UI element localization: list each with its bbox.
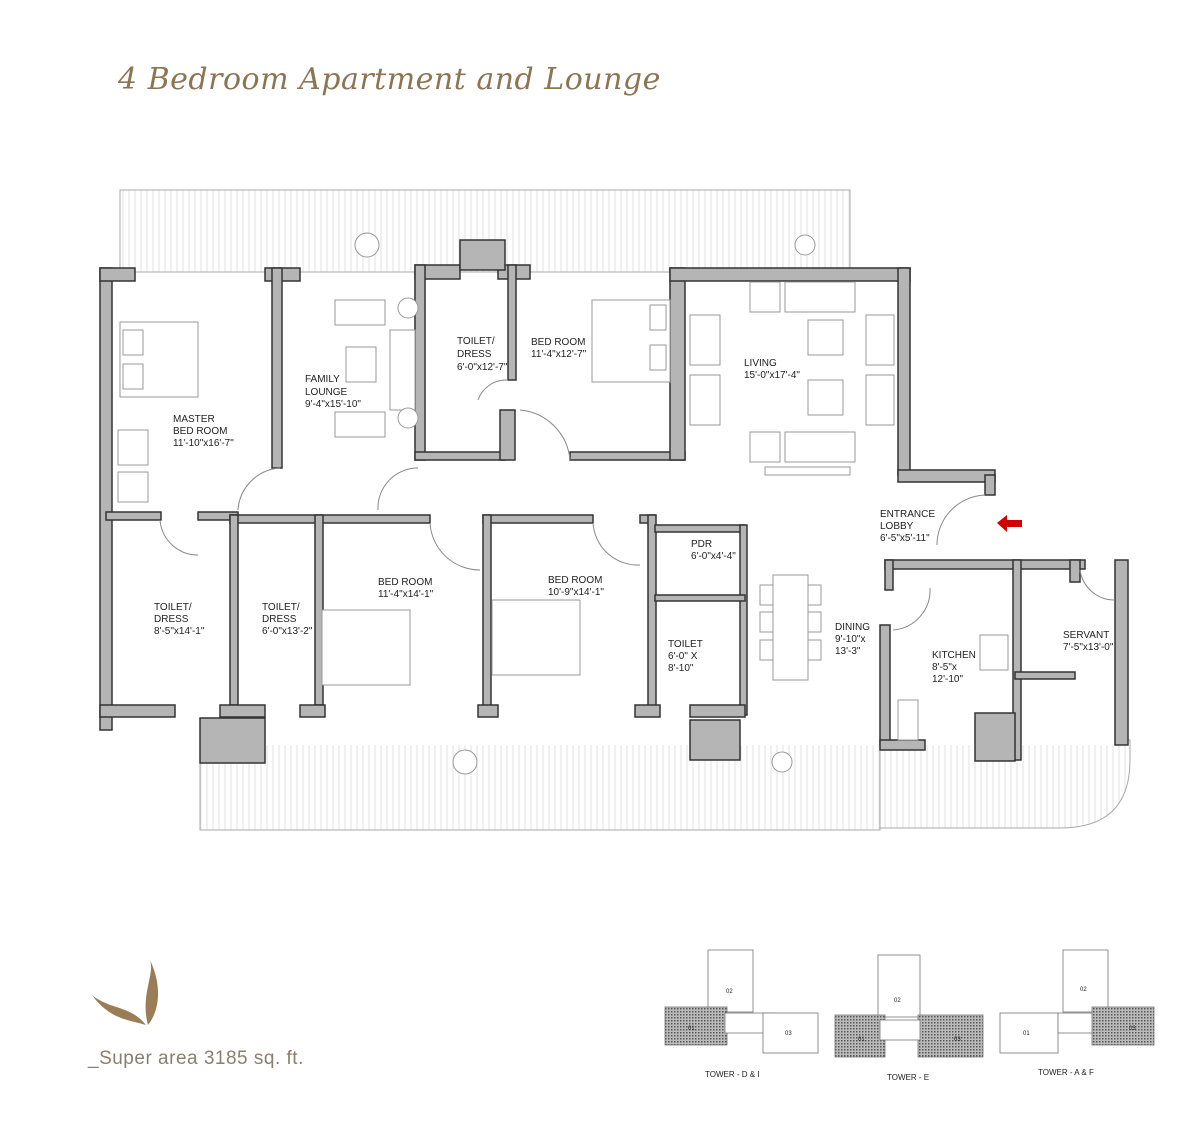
- room-name: LOBBY: [880, 521, 914, 532]
- room-name: 9'-10"x: [835, 634, 865, 645]
- key-plan-tower-d-i: 02 01 03 TOWER - D & I: [664, 949, 819, 1079]
- svg-text:02: 02: [894, 998, 901, 1004]
- room-name: DRESS: [457, 349, 492, 360]
- svg-text:03: 03: [785, 1031, 792, 1037]
- room-name: MASTER: [173, 414, 215, 425]
- room-size: 11'-4"x12'-7": [531, 349, 587, 360]
- room-size: 10'-9"x14'-1": [548, 587, 604, 598]
- svg-text:02: 02: [1080, 987, 1087, 993]
- room-name: ENTRANCE: [880, 509, 935, 520]
- key-plan-label: TOWER - E: [887, 1073, 929, 1082]
- room-name: LIVING: [744, 358, 777, 369]
- svg-text:01: 01: [1023, 1031, 1030, 1037]
- leaf-logo-icon: [92, 960, 159, 1025]
- room-name: TOILET: [668, 639, 703, 650]
- room-size: 6'-0"x13'-2": [262, 626, 313, 637]
- furniture: [117, 232, 1009, 775]
- svg-text:02: 02: [726, 989, 733, 995]
- svg-text:01: 01: [688, 1026, 695, 1032]
- room-size: 8'-10": [668, 663, 694, 674]
- room-name: BED ROOM: [173, 426, 227, 437]
- room-name: DINING: [835, 622, 870, 633]
- room-size: 6'-0"x4'-4": [691, 551, 736, 562]
- room-name: FAMILY: [305, 374, 340, 385]
- room-name: PDR: [691, 539, 712, 550]
- page-title: 4 Bedroom Apartment and Lounge: [118, 62, 661, 97]
- room-size: 11'-10"x16'-7": [173, 438, 234, 449]
- room-size: 6'-0"x12'-7": [457, 362, 508, 373]
- room-size: 13'-3": [835, 646, 861, 657]
- room-name: TOILET/: [154, 602, 192, 613]
- room-name: BED ROOM: [531, 337, 585, 348]
- room-size: 9'-4"x15'-10": [305, 399, 361, 410]
- room-name: SERVANT: [1063, 630, 1109, 641]
- room-name: KITCHEN: [932, 650, 976, 661]
- room-name: TOILET/: [262, 602, 300, 613]
- room-size: 15'-0"x17'-4": [744, 370, 800, 381]
- svg-text:03: 03: [954, 1037, 961, 1043]
- room-size: 6'-5"x5'-11": [880, 533, 930, 544]
- room-name: TOILET/: [457, 336, 495, 347]
- red-arrow-left-icon: [997, 515, 1022, 532]
- key-plan-tower-a-f: 02 01 03 TOWER - A & F: [999, 949, 1155, 1077]
- key-plan-label: TOWER - D & I: [705, 1070, 760, 1079]
- svg-text:01: 01: [858, 1037, 865, 1043]
- doors: [159, 379, 1116, 631]
- room-name: DRESS: [154, 614, 189, 625]
- room-size: 8'-5"x14'-1": [154, 626, 205, 637]
- svg-text:03: 03: [1129, 1026, 1136, 1032]
- room-size: 12'-10": [932, 674, 963, 685]
- room-name: LOUNGE: [305, 387, 348, 398]
- key-plan-tower-e: 02 01 03 TOWER - E: [834, 954, 984, 1082]
- room-name: 6'-0" X: [668, 651, 698, 662]
- room-labels: MASTER BED ROOM 11'-10"x16'-7" FAMILY LO…: [154, 336, 1114, 685]
- walls: [99, 239, 1129, 764]
- room-name: 8'-5"x: [932, 662, 957, 673]
- room-name: BED ROOM: [378, 577, 432, 588]
- room-name: DRESS: [262, 614, 297, 625]
- room-size: 7'-5"x13'-0": [1063, 642, 1114, 653]
- super-area: _Super area 3185 sq. ft.: [88, 1048, 304, 1069]
- room-name: BED ROOM: [548, 575, 602, 586]
- key-plan-label: TOWER - A & F: [1038, 1068, 1094, 1077]
- room-size: 11'-4"x14'-1": [378, 589, 434, 600]
